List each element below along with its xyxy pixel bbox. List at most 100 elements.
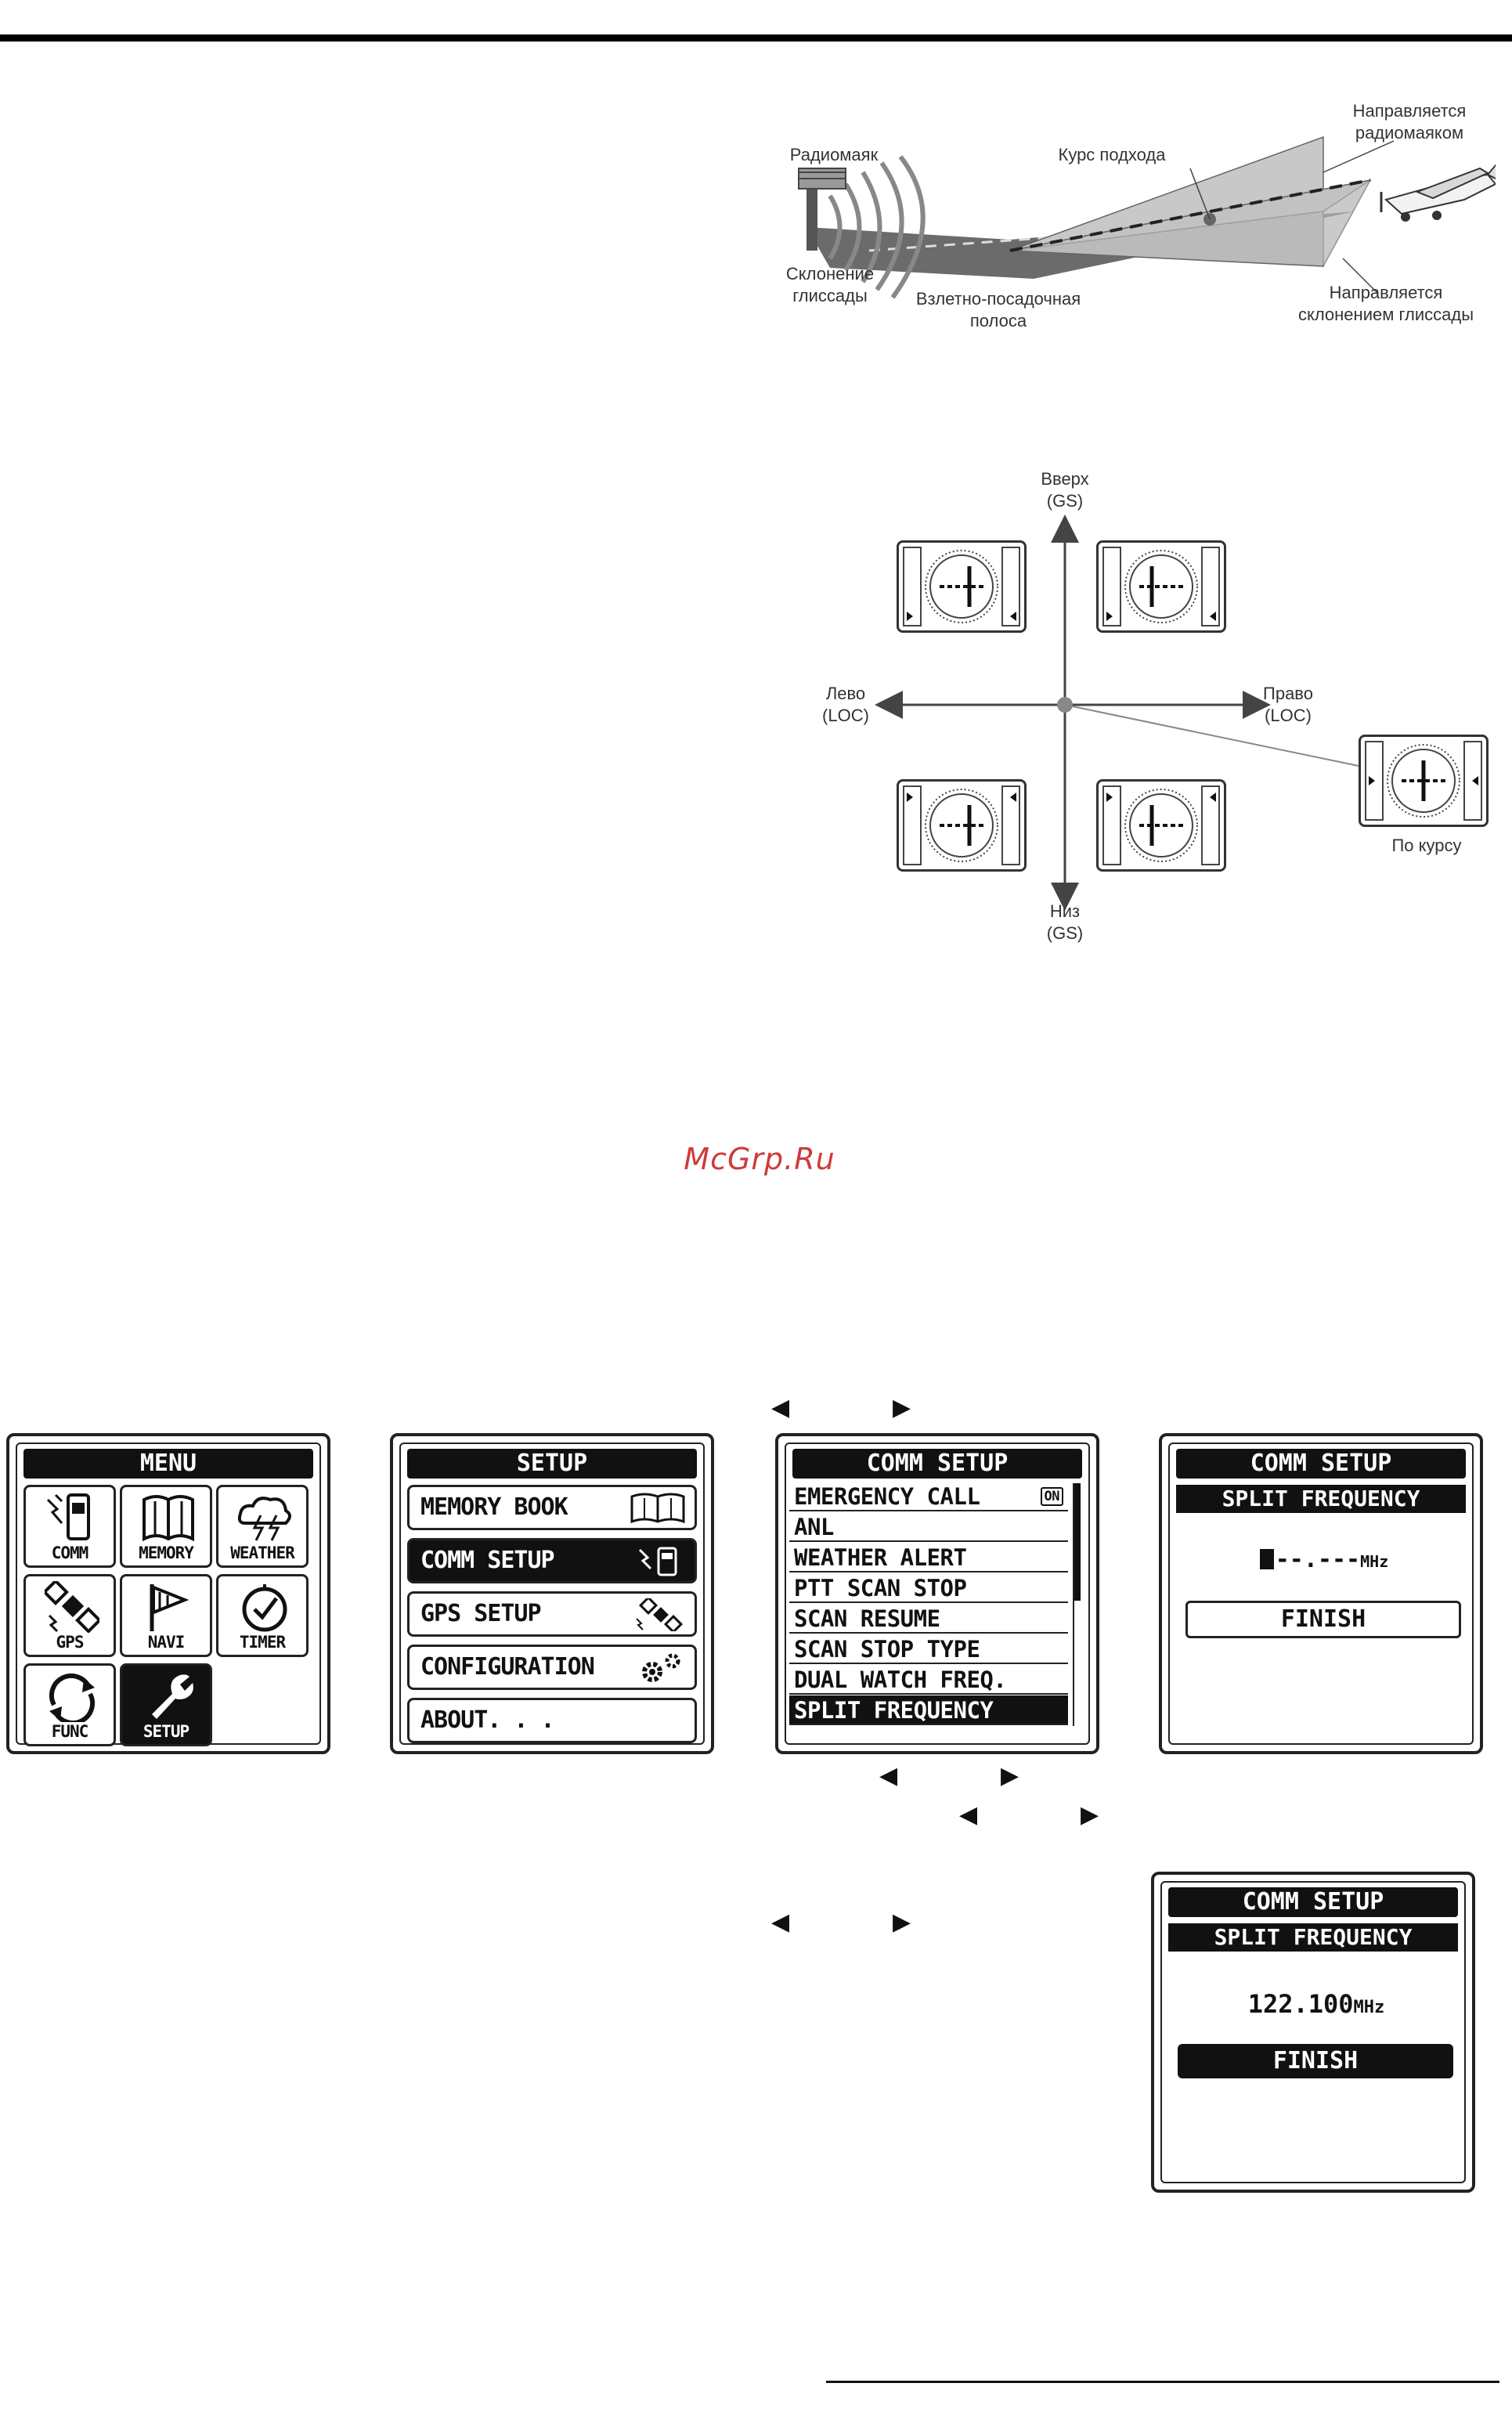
cdi-axes (875, 515, 1359, 911)
menu-item-func[interactable]: FUNC (23, 1663, 116, 1746)
menu-item-timer[interactable]: TIMER (216, 1574, 309, 1657)
menu-item-comm[interactable]: COMM (23, 1485, 116, 1568)
menu-item-weather[interactable]: WEATHER (216, 1485, 309, 1568)
setup-item-label: COMM SETUP (420, 1547, 555, 1574)
watermark: McGrp.Ru (684, 1142, 835, 1176)
frequency-value: --.--- (1275, 1546, 1361, 1573)
comm-setup-screen: COMM SETUP EMERGENCY CALL ON ANL WEATHER… (775, 1433, 1099, 1754)
comm-item-anl[interactable]: ANL (789, 1512, 1068, 1542)
gears-icon (642, 1653, 680, 1682)
cdi-gauge-up-left (897, 540, 1027, 633)
right-arrow-icon: ▶ (1081, 1801, 1099, 1829)
wrench-icon (152, 1674, 193, 1719)
ils-illustration (798, 135, 1505, 299)
menu-title: MENU (23, 1449, 313, 1479)
comm-item-dual-watch-freq[interactable]: DUAL WATCH FREQ. (789, 1665, 1068, 1695)
cycle-icon (49, 1674, 96, 1722)
flag-icon (150, 1584, 189, 1631)
cdi-down-label: Низ (GS) (1046, 901, 1084, 943)
cdi-up-label: Вверх (GS) (1041, 469, 1089, 511)
menu-item-label: FUNC (51, 1722, 89, 1741)
comm-item-scan-resume[interactable]: SCAN RESUME (789, 1604, 1068, 1634)
comm-item-label: SCAN RESUME (794, 1605, 940, 1632)
setup-item-gps-setup[interactable]: GPS SETUP (407, 1591, 697, 1637)
frequency-unit: MHz (1360, 1552, 1389, 1571)
book-icon (630, 1493, 685, 1524)
setup-screen: SETUP MEMORY BOOK COMM SETUP GPS SETUP C… (390, 1433, 714, 1754)
setup-item-memory-book[interactable]: MEMORY BOOK (407, 1485, 697, 1530)
guided-by-beacon-label: Направляется радиомаяком (1352, 101, 1467, 143)
cursor-block (1259, 1549, 1274, 1569)
comm-item-weather-alert[interactable]: WEATHER ALERT (789, 1543, 1068, 1572)
menu-item-label: COMM (51, 1544, 89, 1562)
book-icon (143, 1495, 194, 1542)
ils-diagram: Радиомаяк Курс подхода Направляется ради… (775, 94, 1505, 352)
menu-item-label: WEATHER (230, 1544, 295, 1562)
left-arrow-icon: ◀ (959, 1801, 978, 1829)
on-badge: ON (1040, 1487, 1063, 1506)
cdi-left-label: Лево (LOC) (822, 684, 869, 725)
setup-title: SETUP (407, 1449, 697, 1479)
comm-item-label: WEATHER ALERT (794, 1544, 967, 1571)
setup-item-label: MEMORY BOOK (420, 1493, 568, 1521)
finish-button[interactable]: FINISH (1178, 2044, 1453, 2078)
comm-item-label: SCAN STOP TYPE (794, 1636, 980, 1663)
comm-item-label: PTT SCAN STOP (794, 1575, 967, 1601)
runway-label: Взлетно-посадочная полоса (915, 289, 1081, 330)
comm-item-label: EMERGENCY CALL (794, 1483, 980, 1510)
cdi-gauge-down-right (1096, 779, 1226, 872)
radio-icon (638, 1547, 677, 1576)
menu-item-memory[interactable]: MEMORY (120, 1485, 212, 1568)
left-arrow-icon: ◀ (771, 1394, 790, 1421)
menu-item-label: NAVI (147, 1633, 186, 1652)
split-done-screen: COMM SETUP SPLIT FREQUENCY 122.100MHz FI… (1151, 1872, 1475, 2193)
split-done-subtitle: SPLIT FREQUENCY (1168, 1923, 1458, 1952)
scrollbar-thumb[interactable] (1074, 1483, 1081, 1601)
split-done-title: COMM SETUP (1168, 1887, 1458, 1917)
guided-by-glide-label: Направляется склонением глиссады (1297, 283, 1474, 324)
setup-item-label: ABOUT. . . (420, 1706, 555, 1734)
comm-item-emergency-call[interactable]: EMERGENCY CALL ON (789, 1482, 1068, 1511)
menu-item-label: GPS (56, 1633, 85, 1652)
setup-item-about[interactable]: ABOUT. . . (407, 1698, 697, 1743)
menu-screen: MENU COMM MEMORY WEATHER GPS NAVI TIMER … (6, 1433, 330, 1754)
menu-item-label: SETUP (143, 1722, 189, 1741)
page-top-rule (0, 34, 1512, 42)
split-entry-subtitle: SPLIT FREQUENCY (1176, 1485, 1466, 1513)
page-bottom-rule (826, 2381, 1499, 2383)
radio-icon (46, 1493, 90, 1540)
list-scrollbar[interactable] (1073, 1483, 1081, 1726)
satellite-icon (636, 1598, 684, 1631)
cdi-on-course-label: По курсу (1391, 836, 1462, 855)
comm-item-split-frequency[interactable]: SPLIT FREQUENCY (789, 1695, 1068, 1725)
cdi-gauge-on-course (1359, 735, 1489, 827)
setup-item-comm-setup[interactable]: COMM SETUP (407, 1538, 697, 1583)
approach-course-label: Курс подхода (1058, 145, 1166, 164)
split-entry-title: COMM SETUP (1176, 1449, 1466, 1479)
frequency-value: 122.100 (1247, 1989, 1354, 2019)
split-entry-value-row[interactable]: --.---MHz (1162, 1546, 1486, 1573)
split-done-value-row: 122.100MHz (1154, 1989, 1478, 2019)
clock-icon (242, 1584, 287, 1632)
menu-item-label: TIMER (239, 1633, 286, 1652)
setup-item-label: CONFIGURATION (420, 1653, 595, 1681)
cdi-gauge-up-right (1096, 540, 1226, 633)
comm-item-scan-stop-type[interactable]: SCAN STOP TYPE (789, 1634, 1068, 1664)
split-entry-screen: COMM SETUP SPLIT FREQUENCY --.---MHz FIN… (1159, 1433, 1483, 1754)
menu-item-navi[interactable]: NAVI (120, 1574, 212, 1657)
setup-item-configuration[interactable]: CONFIGURATION (407, 1645, 697, 1690)
menu-item-setup[interactable]: SETUP (120, 1663, 212, 1746)
cdi-diagram: Вверх (GS) Низ (GS) Лево (LOC) Право (LO… (807, 462, 1511, 963)
setup-item-label: GPS SETUP (420, 1600, 542, 1627)
comm-item-label: SPLIT FREQUENCY (794, 1697, 994, 1724)
comm-item-label: ANL (794, 1514, 834, 1540)
finish-button[interactable]: FINISH (1185, 1601, 1461, 1638)
satellite-icon (45, 1581, 99, 1633)
right-arrow-icon: ▶ (893, 1908, 911, 1936)
menu-item-gps[interactable]: GPS (23, 1574, 116, 1657)
cdi-right-label: Право (LOC) (1263, 684, 1313, 725)
comm-item-label: DUAL WATCH FREQ. (794, 1666, 1007, 1693)
left-arrow-icon: ◀ (879, 1762, 898, 1789)
comm-item-ptt-scan-stop[interactable]: PTT SCAN STOP (789, 1573, 1068, 1603)
glide-slope-label: Склонение глиссады (785, 264, 875, 305)
